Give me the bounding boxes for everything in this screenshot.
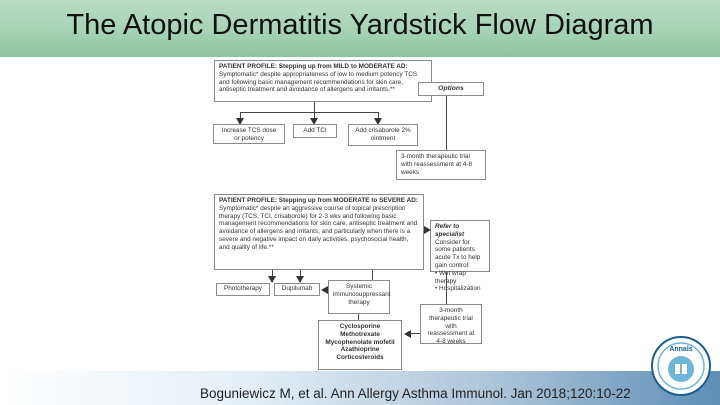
- drug-item: Methotrexate: [340, 330, 380, 338]
- option-b-text: Add TCI: [303, 127, 327, 134]
- drug-item: Cyclosporine: [339, 323, 381, 330]
- drug-item: Corticosteroids: [336, 354, 384, 362]
- annals-logo-icon: Annals: [651, 336, 711, 396]
- footer-bar: [0, 371, 720, 405]
- connector: [358, 314, 359, 320]
- systemic-text: Systemic immunosuppressant therapy: [333, 283, 391, 306]
- connector: [314, 102, 315, 120]
- profile1-body: Symptomatic* despite appropriateness of …: [219, 70, 418, 94]
- options-box: Options: [418, 82, 484, 96]
- arrow-down-icon: [296, 276, 304, 283]
- refer-heading: Refer to specialist: [435, 223, 465, 238]
- increase-tcs-box: Increase TCS dose or potency: [213, 124, 285, 144]
- arrow-down-icon: [268, 276, 276, 283]
- arrow-right-icon: [424, 226, 431, 234]
- phototherapy-box: Phototherapy: [216, 283, 270, 296]
- option-c-text: Add crisaborole 2% ointment: [355, 127, 411, 142]
- dupilumab-box: Dupilumab: [274, 283, 320, 296]
- connector: [446, 272, 447, 304]
- citation-text: Boguniewicz M, et al. Ann Allergy Asthma…: [200, 386, 631, 401]
- refer-specialist-box: Refer to specialist Consider for some pa…: [430, 220, 490, 292]
- connector: [372, 270, 373, 282]
- trial2-box: 3-month therapeutic trial with reassessm…: [420, 304, 482, 346]
- profile2-heading: PATIENT PROFILE: Stepping up from MODERA…: [219, 197, 418, 204]
- refer-body: Consider for some patients acute Tx to h…: [435, 238, 481, 269]
- connector: [240, 112, 241, 120]
- slide-title: The Atopic Dermatitis Yardstick Flow Dia…: [66, 9, 654, 41]
- arrow-left-icon: [404, 330, 411, 338]
- immunosuppressant-list-box: Cyclosporine Methotrexate Mycophenolate …: [318, 320, 402, 370]
- arrow-down-icon: [310, 118, 318, 125]
- profile2-body: Symptomatic* despite an aggressive cours…: [219, 204, 418, 251]
- arrow-left-icon: [321, 286, 328, 294]
- connector: [446, 96, 447, 150]
- refer-item: • Wet wrap therapy: [435, 269, 466, 285]
- options-label: Options: [438, 85, 464, 92]
- trial1-text: 3-month therapeutic trial with reassessm…: [401, 153, 473, 176]
- patient-profile-severe-box: PATIENT PROFILE: Stepping up from MODERA…: [214, 194, 424, 270]
- add-crisaborole-box: Add crisaborole 2% ointment: [348, 124, 418, 146]
- drug-item: Azathioprine: [340, 346, 380, 354]
- systemic-therapy-box: Systemic immunosuppressant therapy: [328, 280, 391, 314]
- connector: [378, 112, 379, 120]
- option-a-text: Increase TCS dose or potency: [221, 127, 277, 142]
- phototherapy-text: Phototherapy: [223, 285, 263, 292]
- profile1-heading: PATIENT PROFILE: Stepping up from MILD t…: [219, 63, 408, 70]
- trial2-text: 3-month therapeutic trial with reassessm…: [427, 307, 475, 346]
- title-bar: [0, 0, 720, 57]
- refer-item: • Hospitalization: [435, 285, 481, 293]
- connector: [240, 112, 378, 113]
- arrow-down-icon: [236, 118, 244, 125]
- dupilumab-text: Dupilumab: [281, 285, 313, 292]
- drug-item: Mycophenolate mofetil: [325, 338, 395, 346]
- patient-profile-mild-box: PATIENT PROFILE: Stepping up from MILD t…: [214, 60, 432, 102]
- add-tci-box: Add TCI: [293, 124, 337, 138]
- connector: [446, 96, 447, 97]
- connector: [410, 333, 420, 334]
- arrow-down-icon: [374, 118, 382, 125]
- trial1-box: 3-month therapeutic trial with reassessm…: [396, 150, 486, 180]
- logo-text: Annals: [669, 346, 692, 353]
